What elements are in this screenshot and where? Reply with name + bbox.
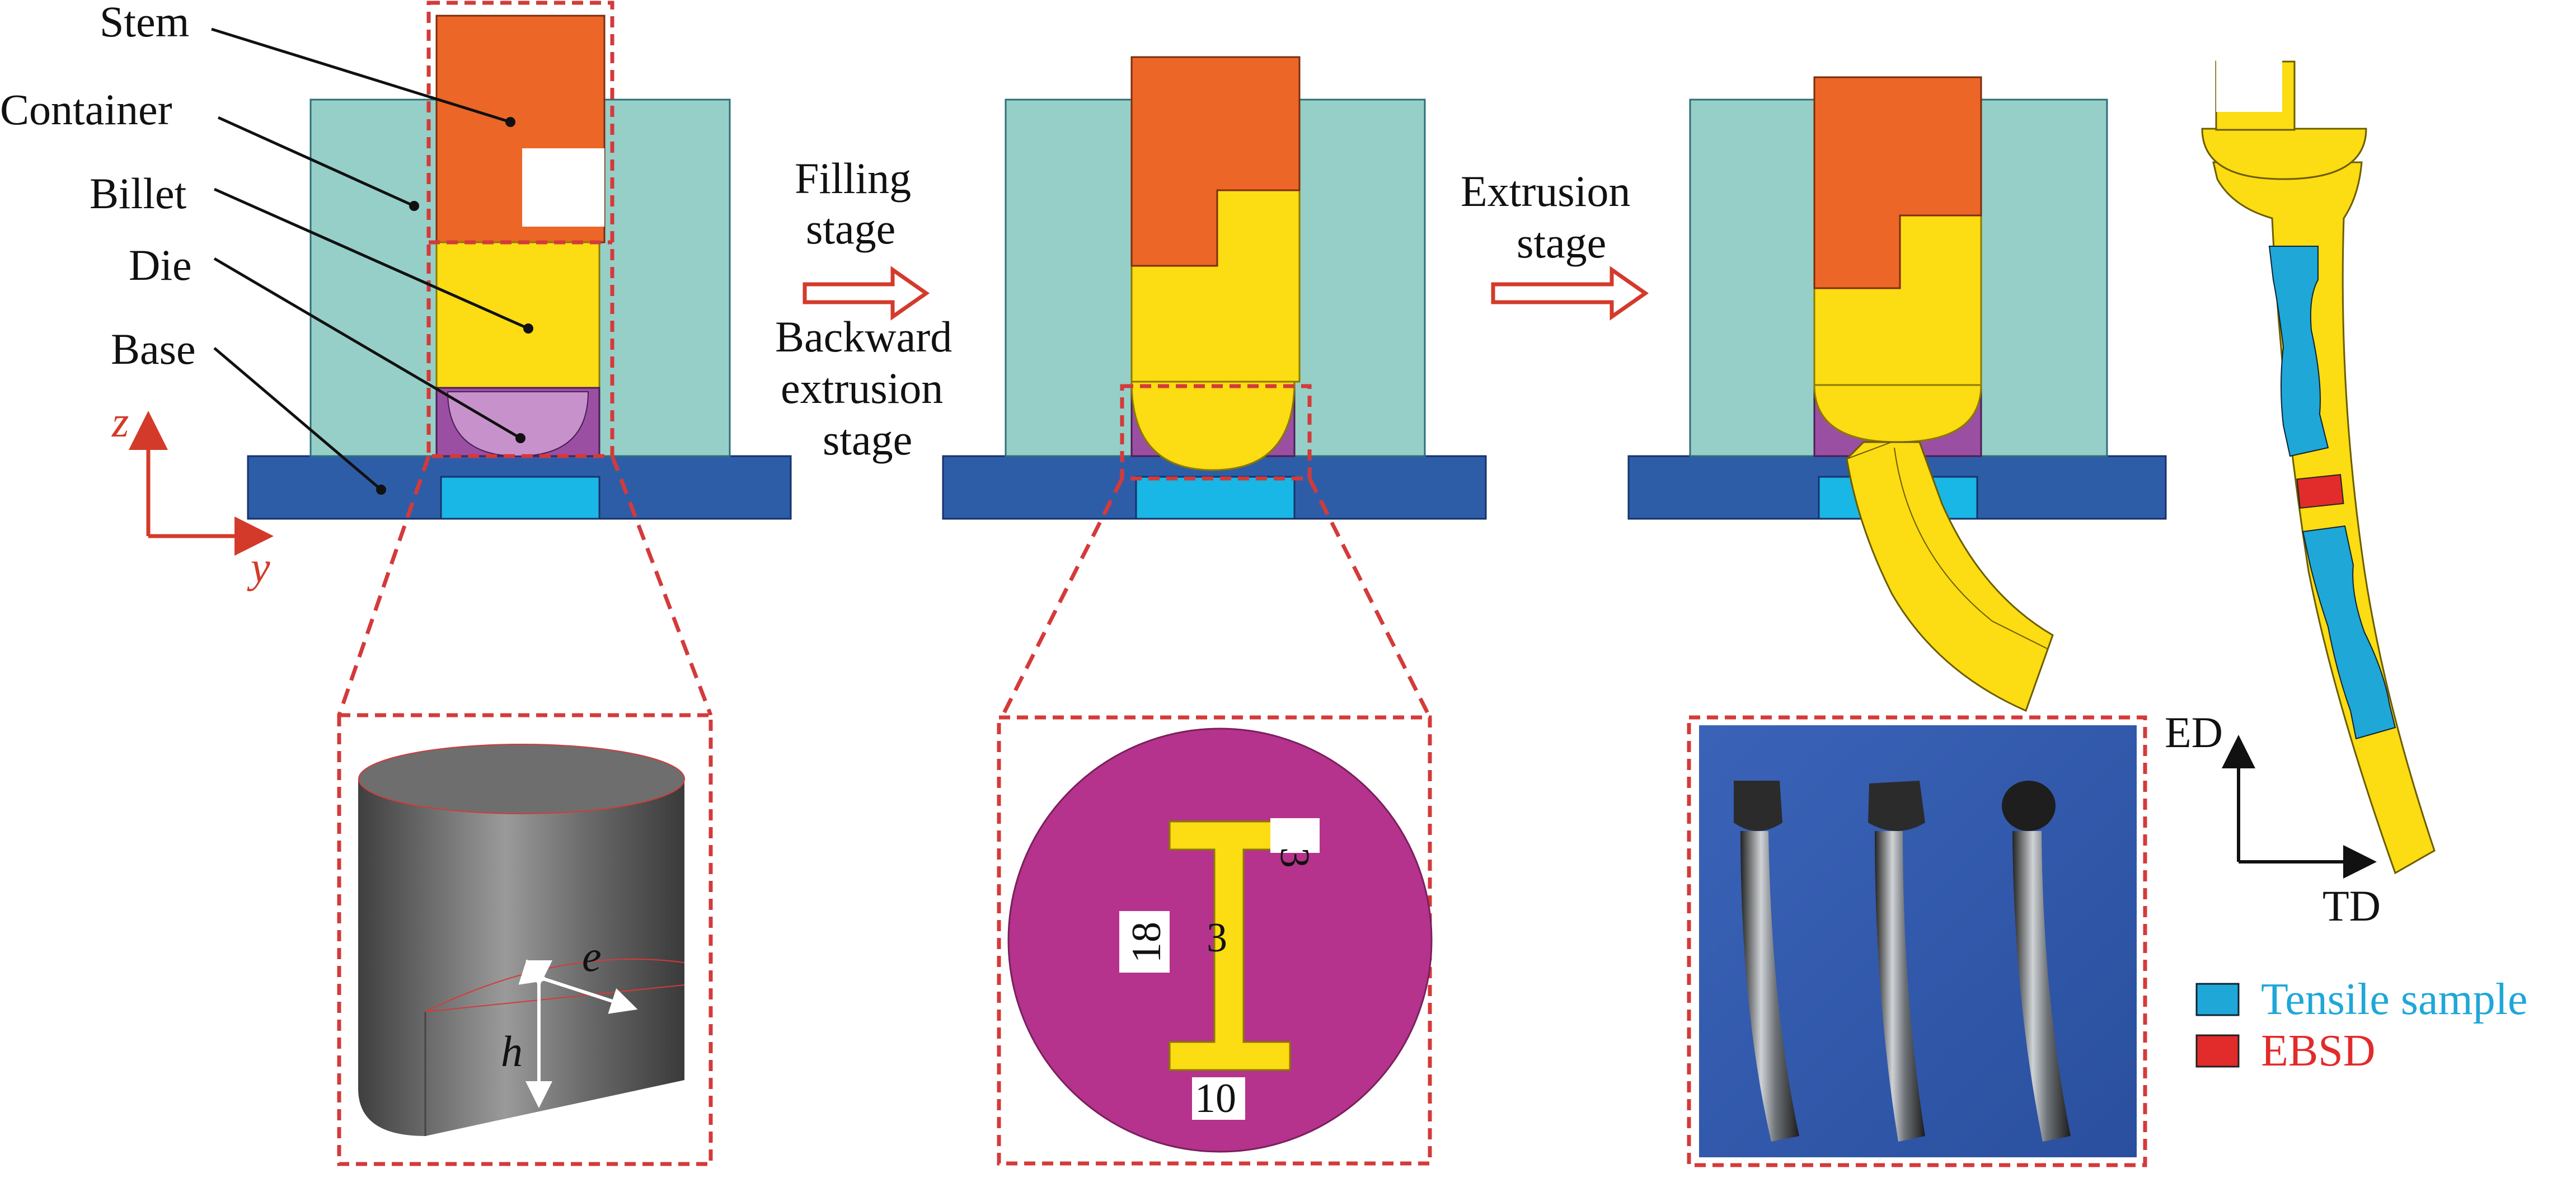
dim-h-label: h [501, 1027, 523, 1076]
leader-lines [211, 27, 533, 495]
tensile-sample-lower [2302, 525, 2396, 740]
label-stem: Stem [100, 0, 189, 46]
specimen-2 [1875, 831, 1925, 1142]
die-cup [447, 391, 589, 457]
zoom-line-left [337, 455, 431, 716]
axis-td-label: TD [2322, 881, 2381, 930]
stage-extrusion-line2: stage [1517, 218, 1606, 267]
stage-backward-line1: Backward [775, 312, 952, 361]
die-detail-box [337, 713, 713, 1166]
stage-filling-line2: stage [806, 204, 895, 253]
profile-with-samples [2201, 56, 2436, 875]
dim-web-height: 18 [1124, 922, 1170, 963]
dim-flange-width: 10 [1195, 1076, 1236, 1121]
stage-filling-line1: Filling [795, 154, 911, 203]
base-insert [440, 476, 600, 520]
specimen-photo [1687, 715, 2147, 1167]
billet-cup-2 [1130, 381, 1296, 471]
extruded-profile [1846, 441, 2054, 712]
stage-arrow-1 [803, 266, 930, 321]
dim-e-label: e [582, 932, 602, 980]
legend [2195, 983, 2240, 1068]
assembly-extruding [1627, 76, 2167, 712]
zoom-box-top [426, 1, 614, 458]
label-base: Base [111, 325, 196, 373]
stage-backward-line2: extrusion [781, 364, 943, 412]
specimen-1 [1740, 831, 1799, 1142]
dim-web-thickness: 3 [1207, 915, 1227, 961]
legend-label-tensile: Tensile sample [2261, 975, 2527, 1024]
ebsd-sample [2296, 473, 2344, 509]
profile-head [2201, 128, 2367, 180]
container-left [309, 98, 442, 457]
assembly-initial [247, 1, 792, 716]
axis-y-label: y [247, 543, 270, 592]
specimen-3 [2012, 831, 2071, 1142]
stem-2 [1130, 56, 1301, 267]
axes-right [2222, 735, 2377, 879]
label-billet: Billet [90, 169, 187, 218]
section-detail-box [997, 715, 1433, 1166]
axis-ed-label: ED [2165, 708, 2223, 757]
die-cylinder [358, 779, 684, 1136]
stage-backward-line3: stage [823, 415, 912, 464]
billet [435, 241, 600, 389]
legend-swatch-tensile [2195, 983, 2240, 1016]
legend-label-ebsd: EBSD [2261, 1026, 2376, 1076]
legend-swatch-ebsd [2195, 1034, 2240, 1068]
stage-extrusion-line1: Extrusion [1461, 167, 1630, 215]
axis-z-label: z [111, 397, 129, 446]
dim-flange-thickness: 3 [1271, 847, 1317, 868]
label-container: Container [0, 85, 172, 134]
profile-body [2212, 161, 2436, 875]
axes-left [129, 411, 274, 556]
tensile-sample-upper [2268, 246, 2329, 457]
assembly-filled [942, 56, 1487, 719]
zoom-line-right [610, 455, 713, 716]
stage-arrow-2 [1491, 266, 1649, 321]
container-right [598, 98, 731, 457]
label-die: Die [129, 241, 192, 289]
stem-notch [522, 148, 604, 227]
dim-e-arrow [518, 959, 638, 1014]
